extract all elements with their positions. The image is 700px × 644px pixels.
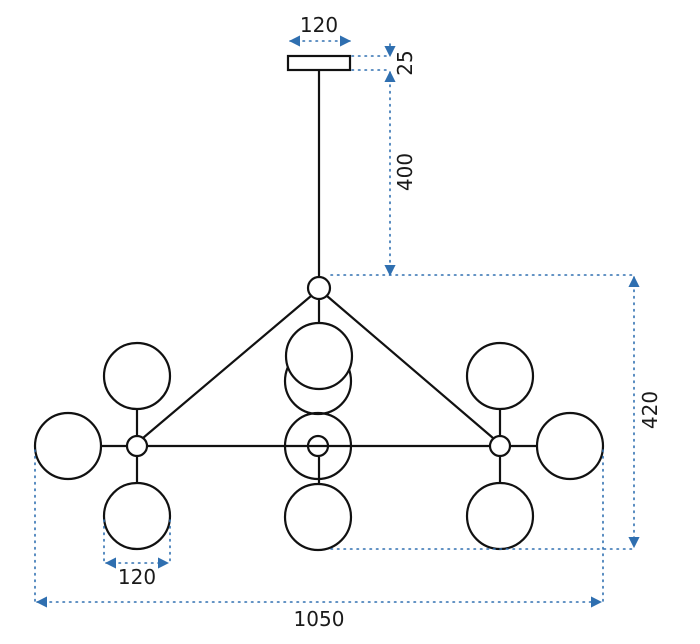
globe-left-top [102, 341, 172, 411]
right-diagonal-arm [326, 295, 494, 439]
chandelier-drawing [33, 54, 605, 552]
globe-center-bottom [283, 482, 353, 552]
globe-left-bottom [102, 481, 172, 551]
canopy-height-label: 25 [393, 50, 417, 75]
top-hub [306, 275, 332, 301]
globe-diameter-label: 120 [118, 565, 156, 589]
globe-center-top [284, 321, 354, 391]
globe-right-top [465, 341, 535, 411]
total-width-label: 1050 [294, 607, 345, 631]
dimension-annotations: 120 25 400 420 120 1050 [34, 13, 662, 631]
left-hub [125, 434, 149, 458]
body-height-label: 420 [638, 391, 662, 429]
globe-left-outer [33, 411, 103, 481]
rod-length-label: 400 [393, 153, 417, 191]
ceiling-canopy [286, 54, 352, 72]
canopy-width-label: 120 [300, 13, 338, 37]
globe-right-bottom [465, 481, 535, 551]
globe-right-outer [535, 411, 605, 481]
center-hub [306, 434, 330, 458]
left-diagonal-arm [142, 295, 312, 439]
right-hub [488, 434, 512, 458]
